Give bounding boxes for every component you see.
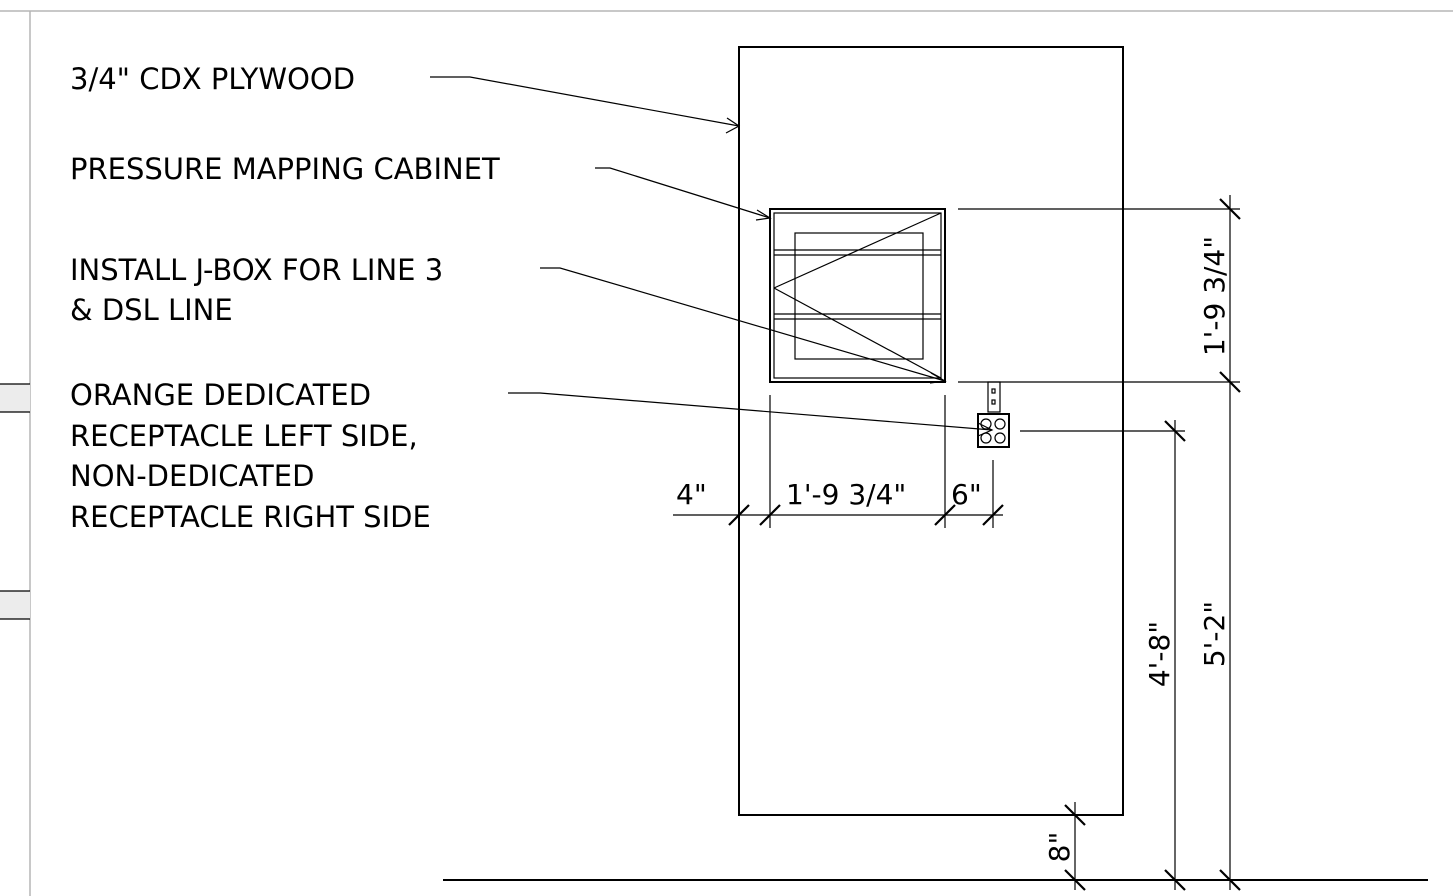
note-jbox-line-1: INSTALL J-BOX FOR LINE 3 [70,253,443,287]
note-receptacle-line-4: RECEPTACLE RIGHT SIDE [70,500,431,534]
dim-receptacle-offset: 6" [951,478,982,511]
note-jbox-line-2: & DSL LINE [70,293,233,327]
leader-lines [430,76,994,437]
j-box [987,381,1001,413]
dim-left-offset: 4" [676,478,707,511]
note-plywood: 3/4" CDX PLYWOOD [70,62,355,96]
dim-cabinet-width: 1'-9 3/4" [786,478,906,511]
dim-receptacle-height: 4'-8" [1143,621,1176,687]
dim-floor-gap: 8" [1043,832,1076,863]
note-receptacle-line-2: RECEPTACLE LEFT SIDE, [70,419,418,453]
receptacle-icon [977,413,1010,448]
note-receptacle-line-3: NON-DEDICATED [70,459,314,493]
note-receptacle-line-1: ORANGE DEDICATED [70,378,371,412]
horizontal-dimensions [673,395,1004,528]
dim-cabinet-bottom-height: 5'-2" [1198,601,1231,667]
sheet-frame [0,10,1453,896]
vertical-dimensions [958,195,1241,891]
note-cabinet: PRESSURE MAPPING CABINET [70,152,500,186]
dim-cabinet-height: 1'-9 3/4" [1198,236,1231,356]
pressure-mapping-cabinet [769,208,946,383]
